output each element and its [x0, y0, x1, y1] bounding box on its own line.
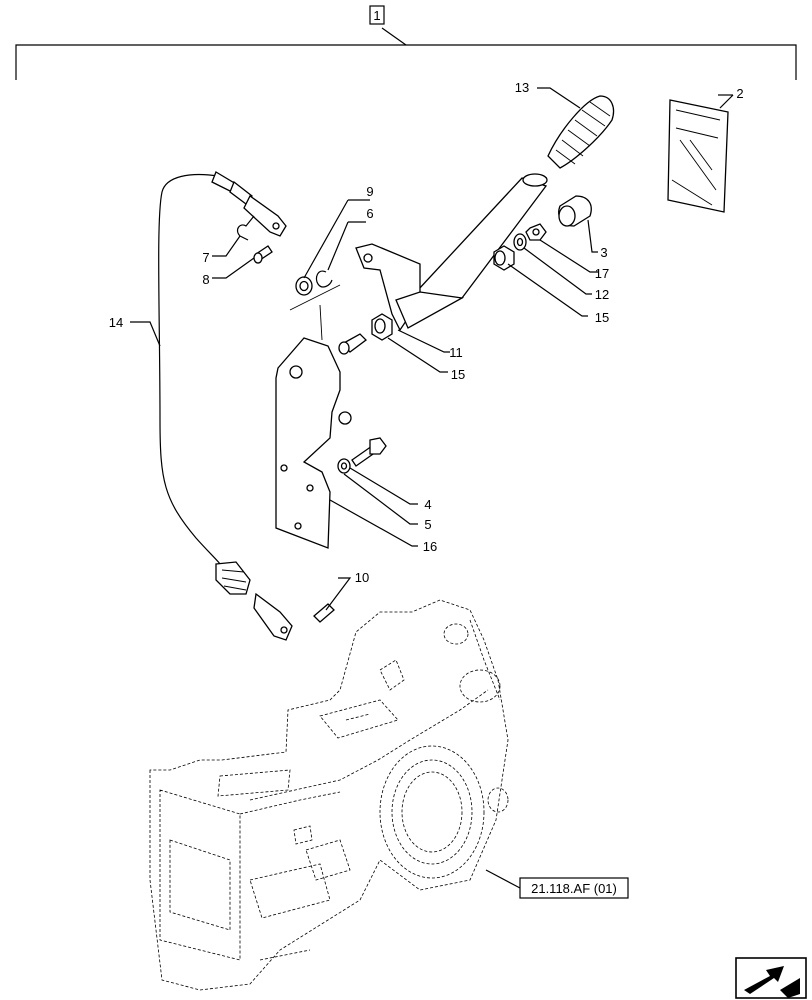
- part-label[interactable]: 13: [515, 80, 529, 95]
- washer[interactable]: [513, 233, 527, 251]
- support-plate[interactable]: [275, 284, 352, 549]
- nut[interactable]: [525, 223, 547, 241]
- part-label[interactable]: 15: [451, 367, 465, 382]
- lever-grip-boot[interactable]: [547, 95, 615, 169]
- part-label[interactable]: 11: [449, 345, 463, 360]
- retaining-clip[interactable]: [315, 270, 333, 288]
- part-label[interactable]: 4: [424, 497, 431, 512]
- arrow-return-icon[interactable]: [735, 957, 807, 999]
- clevis-pin[interactable]: [253, 245, 273, 264]
- part-label[interactable]: 8: [202, 272, 209, 287]
- assembly-bracket: [15, 27, 797, 80]
- part-label[interactable]: 17: [595, 266, 609, 281]
- part-labels: 2 3 4 5 6 7 8 9 10 11 12 13 14 15 15 16 …: [109, 80, 744, 585]
- part-label[interactable]: 2: [736, 86, 743, 101]
- bushing-right[interactable]: [493, 245, 515, 271]
- reference-label: 21.118.AF (01): [531, 881, 617, 896]
- reference-link[interactable]: 21.118.AF (01): [519, 877, 629, 899]
- part-label[interactable]: 6: [366, 206, 373, 221]
- control-lever[interactable]: [355, 173, 548, 332]
- part-label[interactable]: 5: [424, 517, 431, 532]
- part-label[interactable]: 16: [423, 539, 437, 554]
- lever-knob[interactable]: [558, 195, 592, 227]
- control-cable[interactable]: [158, 171, 293, 641]
- manual-booklet[interactable]: [667, 99, 729, 213]
- part-label[interactable]: 3: [600, 245, 607, 260]
- spring-clip[interactable]: [236, 215, 255, 241]
- assembly-number: 1: [373, 8, 380, 23]
- plate-washer[interactable]: [337, 458, 351, 474]
- bolt[interactable]: [351, 437, 387, 467]
- part-label[interactable]: 9: [366, 184, 373, 199]
- assembly-number-box[interactable]: 1: [369, 5, 385, 25]
- transmission-housing: [149, 599, 509, 991]
- bushing-left[interactable]: [371, 313, 393, 341]
- pivot-pin[interactable]: [338, 333, 367, 355]
- cable-pin[interactable]: [313, 603, 335, 623]
- part-label[interactable]: 10: [355, 570, 369, 585]
- small-bushing[interactable]: [295, 276, 313, 296]
- part-label[interactable]: 12: [595, 287, 609, 302]
- part-label[interactable]: 7: [202, 250, 209, 265]
- part-label[interactable]: 14: [109, 315, 123, 330]
- leader-lines: [130, 87, 734, 889]
- part-label[interactable]: 15: [595, 310, 609, 325]
